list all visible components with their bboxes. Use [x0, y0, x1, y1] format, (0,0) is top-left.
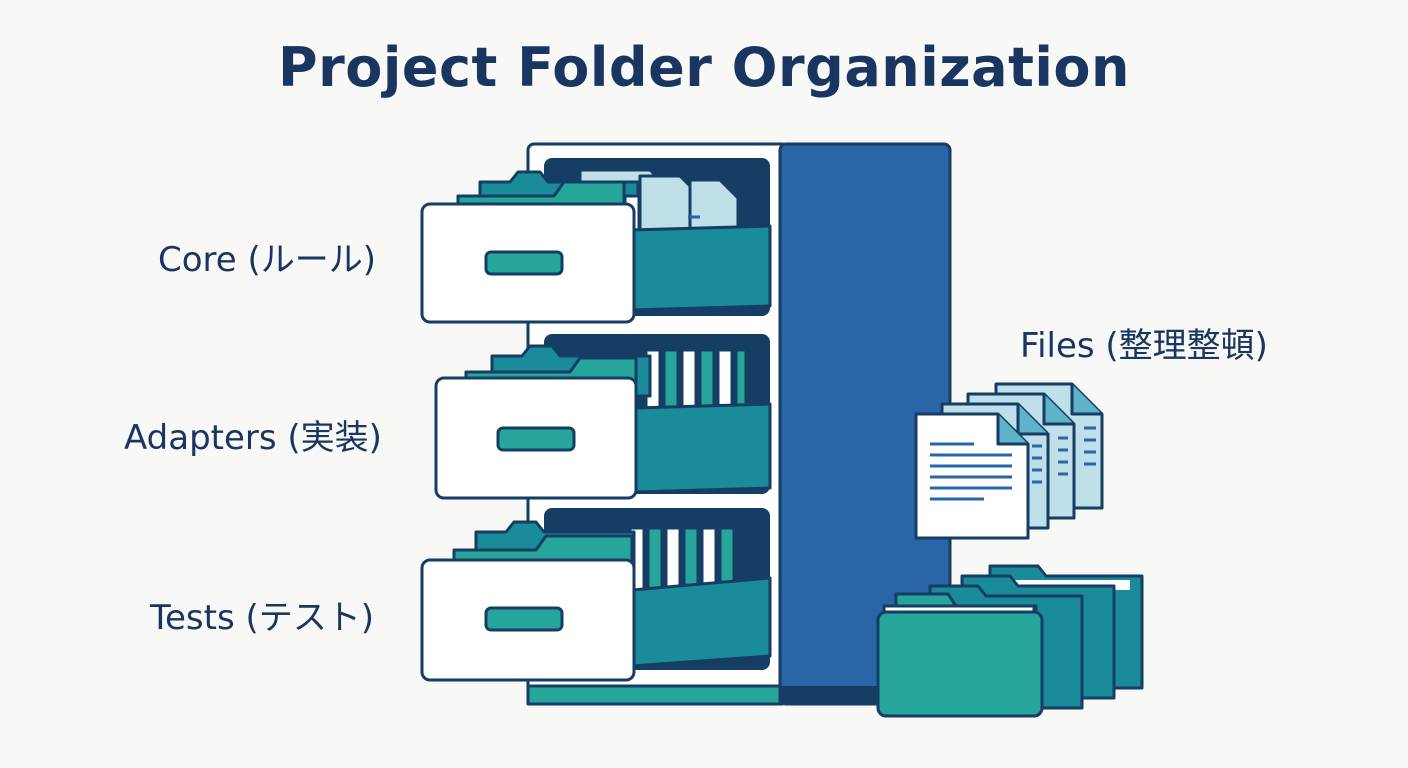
drawer-core [420, 158, 772, 324]
folders-stack-icon [876, 564, 1144, 718]
label-adapters: Adapters (実装) [124, 418, 382, 458]
drawer-handle-icon [496, 426, 576, 452]
drawer-handle-icon [484, 606, 564, 632]
documents-stack-icon [914, 382, 1104, 540]
drawer-handle-icon [484, 250, 564, 276]
label-files: Files (整理整頓) [1020, 326, 1268, 366]
page-title: Project Folder Organization [278, 36, 1130, 99]
drawer-tests [420, 508, 772, 682]
folder-dividers [644, 348, 748, 410]
label-core: Core (ルール) [158, 240, 377, 280]
label-tests: Tests (テスト) [150, 598, 375, 638]
drawer-adapters [434, 334, 772, 500]
